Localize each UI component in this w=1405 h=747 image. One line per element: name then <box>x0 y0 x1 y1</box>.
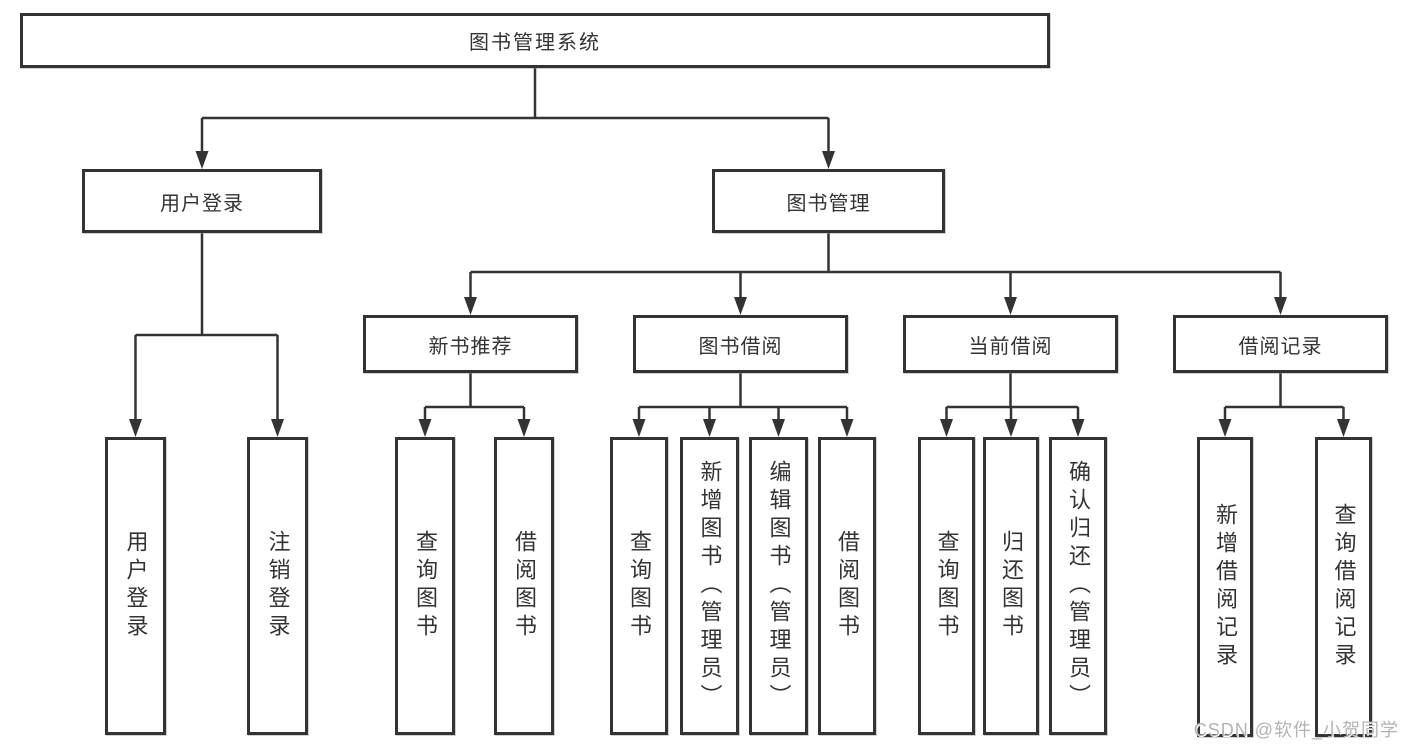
node-new-book-recommend: 新书推荐 <box>363 315 578 373</box>
leaf-borrow-book-recommend: 借阅图书 <box>494 437 554 735</box>
leaf-add-book-admin: 新增图书（管理员） <box>680 437 739 735</box>
leaf-label: 注销登录 <box>265 530 291 642</box>
leaf-query-book-recommend: 查询图书 <box>395 437 455 735</box>
leaf-borrow-book: 借阅图书 <box>818 437 876 735</box>
leaf-label: 查询图书 <box>413 530 438 642</box>
leaf-query-book-borrow: 查询图书 <box>610 437 668 735</box>
leaf-label: 查询图书 <box>934 530 960 642</box>
leaf-label: 新增借阅记录 <box>1213 503 1238 671</box>
node-book-management: 图书管理 <box>712 169 945 233</box>
leaf-label: 查询借阅记录 <box>1331 503 1357 671</box>
node-current-borrow: 当前借阅 <box>903 315 1118 373</box>
leaf-label: 编辑图书（管理员） <box>766 460 792 712</box>
leaf-label: 确认归还（管理员） <box>1066 460 1091 712</box>
leaf-edit-book-admin: 编辑图书（管理员） <box>749 437 808 735</box>
leaf-label: 用户登录 <box>123 530 149 642</box>
leaf-return-book: 归还图书 <box>983 437 1039 735</box>
leaf-confirm-return-admin: 确认归还（管理员） <box>1049 437 1107 735</box>
leaf-query-book-current: 查询图书 <box>918 437 975 735</box>
csdn-watermark: CSDN @软件_小贺同学 <box>1193 720 1399 740</box>
leaf-label: 借阅图书 <box>512 530 537 642</box>
leaf-label: 借阅图书 <box>835 530 860 642</box>
leaf-label: 归还图书 <box>999 530 1024 642</box>
node-user-login: 用户登录 <box>82 169 322 233</box>
leaf-logout: 注销登录 <box>247 437 308 735</box>
leaf-user-login: 用户登录 <box>105 437 166 735</box>
leaf-label: 新增图书（管理员） <box>697 460 723 712</box>
leaf-add-borrow-record: 新增借阅记录 <box>1197 437 1253 737</box>
node-root-system: 图书管理系统 <box>20 13 1050 68</box>
node-book-borrow: 图书借阅 <box>633 315 848 373</box>
leaf-query-borrow-record: 查询借阅记录 <box>1315 437 1372 737</box>
node-borrow-records: 借阅记录 <box>1173 315 1388 373</box>
leaf-label: 查询图书 <box>627 530 652 642</box>
